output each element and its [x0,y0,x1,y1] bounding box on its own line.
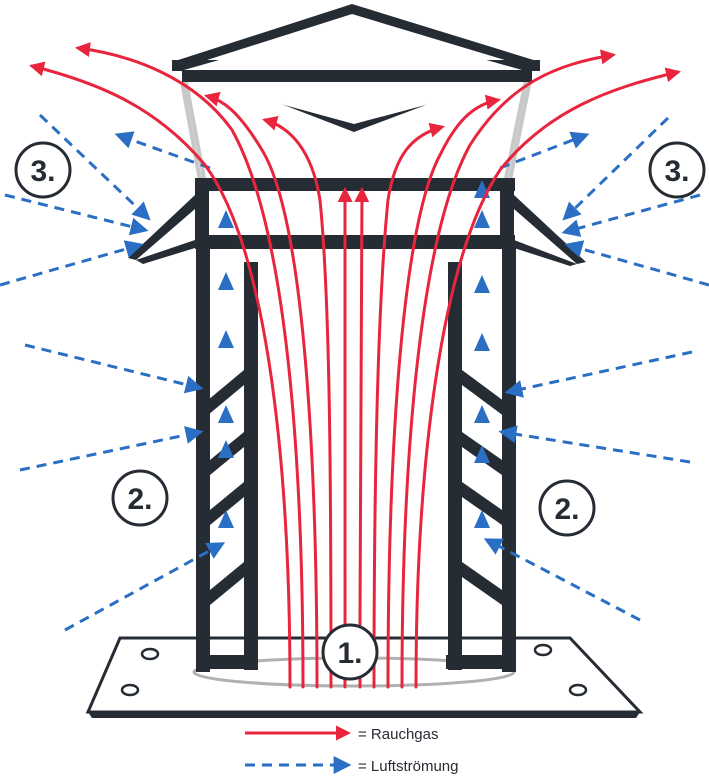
left-outer-wall [196,248,210,672]
air-flow-arrows [0,113,709,632]
label-one: 1. [337,637,362,670]
mounting-holes [120,643,588,697]
legend-air: = Luftströmung [245,756,458,775]
top-collar [195,178,515,191]
label-three-right: 3. [664,155,689,188]
left-inner-wall [244,262,258,670]
legend-air-label: = Luftströmung [358,758,458,775]
label-three-left-badge: 3. [14,141,72,199]
label-three-left: 3. [30,155,55,188]
legend: = Rauchgas = Luftströmung [245,725,458,775]
label-one-badge: 1. [321,623,379,681]
label-two-right-badge: 2. [538,479,596,537]
right-inner-wall [448,262,462,670]
legend-smoke-label: = Rauchgas [358,726,438,743]
label-two-right: 2. [554,493,579,526]
right-outer-wall [502,248,516,672]
chimney-cap-structure [128,4,586,672]
label-two-left: 2. [127,483,152,516]
smoke-flow-lines [29,42,681,689]
right-flap [514,195,586,264]
legend-smoke: = Rauchgas [245,725,438,743]
label-two-left-badge: 2. [111,469,169,527]
label-three-right-badge: 3. [648,141,706,199]
left-flap [128,195,195,260]
